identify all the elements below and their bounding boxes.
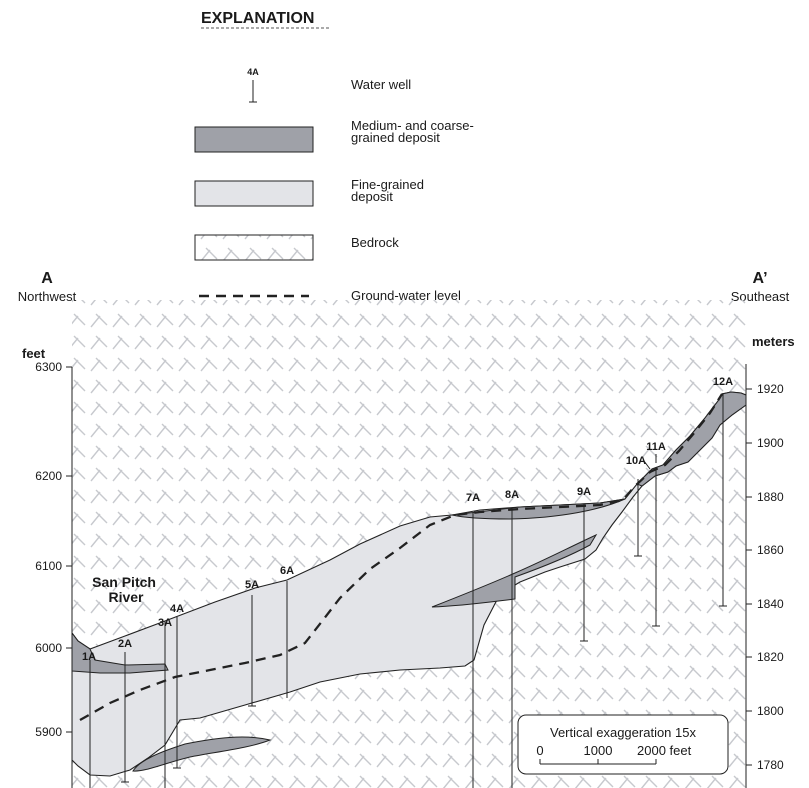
left-tick-6000: 6000	[35, 641, 62, 655]
coarse-lens-lower	[132, 736, 272, 772]
legend: EXPLANATION 4A Water well Medium- and co…	[194, 10, 477, 303]
well-label-6A: 6A	[280, 565, 294, 577]
coarse-lens-middle	[431, 533, 598, 608]
well-label-5A: 5A	[245, 579, 259, 591]
right-tick-1840: 1840	[757, 597, 784, 611]
section-start-direction: Northwest	[18, 289, 77, 304]
well-label-4A: 4A	[170, 603, 184, 615]
section-end-letter: A’	[752, 270, 767, 287]
scale-title: Vertical exaggeration 15x	[550, 725, 696, 740]
left-tick-6200: 6200	[35, 469, 62, 483]
scale-box-frame	[517, 714, 729, 775]
coarse-lens-upper	[451, 498, 626, 520]
well-label-11A: 11A	[646, 441, 666, 453]
right-tick-1880: 1880	[757, 490, 784, 504]
ground-water-level	[79, 393, 723, 722]
legend-label-water-well: Water well	[351, 77, 411, 92]
legend-label-coarse: Medium- and coarse- grained deposit	[351, 118, 477, 145]
legend-label-bedrock: Bedrock	[351, 235, 399, 250]
scale-tick-0: 0	[536, 743, 543, 758]
legend-label-ground-water: Ground-water level	[351, 288, 461, 303]
bedrock-swatch	[194, 234, 314, 261]
water-wells	[89, 393, 727, 788]
well-4A	[173, 617, 181, 769]
coarse-lens-ridge	[636, 391, 746, 487]
well-label-7A: 7A	[466, 492, 480, 504]
well-labels: 1A 2A 3A 4A 5A 6A 7A 8A 9A 10A 11A 12A	[82, 376, 733, 663]
right-tick-1800: 1800	[757, 704, 784, 718]
fine-grained-swatch	[194, 180, 314, 207]
well-12A	[719, 393, 727, 607]
scale-tick-1000: 1000	[584, 743, 613, 758]
right-tick-1900: 1900	[757, 436, 784, 450]
legend-label-fine: Fine-grained deposit	[351, 177, 428, 204]
well-10A-pointer	[643, 460, 651, 470]
left-axis-unit: feet	[22, 346, 46, 361]
right-axis	[745, 364, 752, 788]
well-10A	[634, 479, 642, 557]
left-tick-6100: 6100	[35, 559, 62, 573]
well-2A	[121, 652, 129, 783]
left-tick-6300: 6300	[35, 360, 62, 374]
well-5A	[248, 595, 256, 707]
well-label-12A: 12A	[713, 376, 733, 388]
river-label: San Pitch River	[92, 574, 160, 605]
well-label-1A: 1A	[82, 651, 96, 663]
right-tick-1780: 1780	[757, 758, 784, 772]
right-tick-1860: 1860	[757, 543, 784, 557]
well-label-3A: 3A	[158, 617, 172, 629]
coarse-grained-swatch	[194, 126, 314, 153]
scale-bar	[539, 759, 657, 765]
legend-title: EXPLANATION	[201, 10, 314, 27]
section-start-letter: A	[41, 270, 53, 287]
cross-section	[72, 300, 746, 788]
water-well-symbol: 4A	[247, 67, 259, 103]
left-axis	[66, 366, 73, 788]
scale-box: Vertical exaggeration 15x 0 1000 2000 fe…	[517, 714, 729, 775]
well-11A	[652, 470, 660, 627]
well-label-8A: 8A	[505, 489, 519, 501]
well-9A	[580, 504, 588, 642]
scale-tick-2000: 2000 feet	[637, 743, 692, 758]
well-label-2A: 2A	[118, 638, 132, 650]
left-tick-5900: 5900	[35, 725, 62, 739]
legend-well-label: 4A	[247, 67, 259, 77]
right-tick-1820: 1820	[757, 650, 784, 664]
well-label-10A: 10A	[626, 455, 646, 467]
well-label-9A: 9A	[577, 486, 591, 498]
right-tick-1920: 1920	[757, 382, 784, 396]
right-axis-unit: meters	[752, 334, 795, 349]
